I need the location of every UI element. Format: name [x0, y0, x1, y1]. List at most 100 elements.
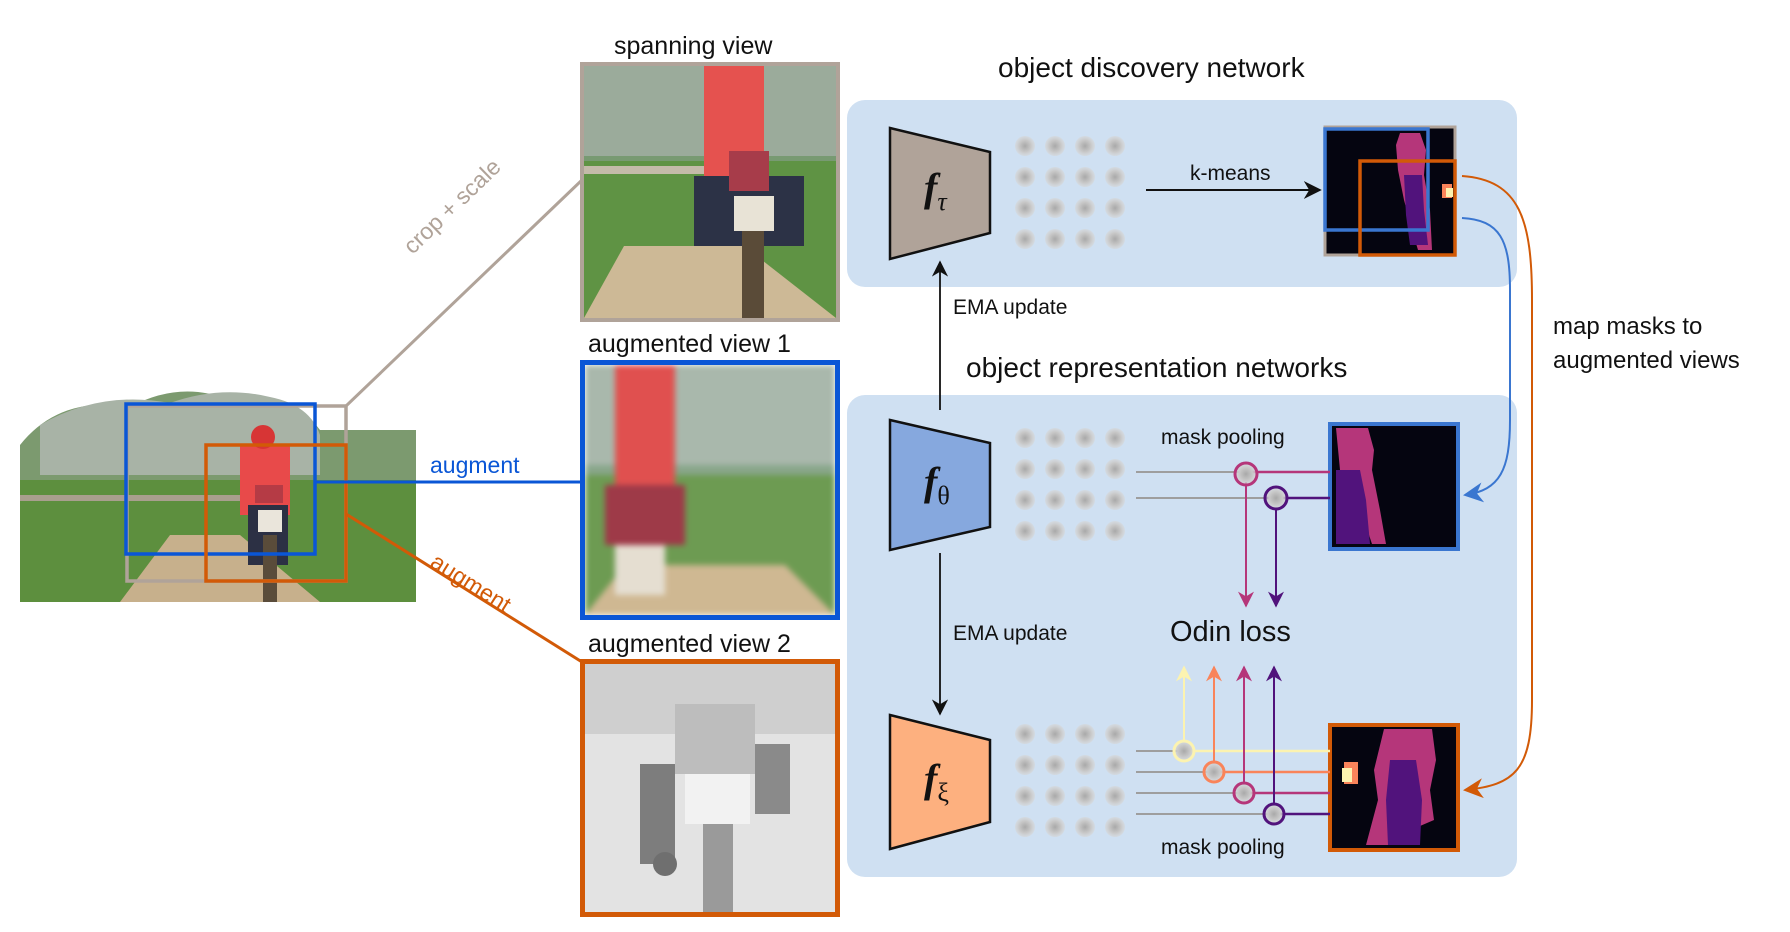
view2-crop-box	[204, 443, 348, 583]
feature-dot	[1075, 198, 1095, 218]
feature-dot	[1075, 459, 1095, 479]
feature-dot	[1045, 198, 1065, 218]
feature-dot	[1105, 817, 1125, 837]
augmented-view-2-title: augmented view 2	[588, 630, 791, 658]
feature-dot	[1105, 755, 1125, 775]
feature-dot	[1075, 167, 1095, 187]
representation-networks-title: object representation networks	[966, 352, 1348, 383]
feature-dot	[1075, 490, 1095, 510]
map-masks-line-2: augmented views	[1553, 347, 1740, 374]
view1-mask	[1328, 422, 1460, 551]
feature-dot	[1015, 521, 1035, 541]
feature-dot	[1015, 786, 1035, 806]
spanning-view-title: spanning view	[614, 32, 773, 60]
mask-pooling-bottom-label: mask pooling	[1161, 836, 1285, 859]
feature-dot	[1045, 229, 1065, 249]
feature-dot	[1045, 786, 1065, 806]
online-encoder-subscript: θ	[937, 481, 950, 510]
feature-grids	[1015, 136, 1125, 837]
target-encoder	[888, 713, 992, 851]
feature-dot	[1105, 428, 1125, 448]
online-encoder-symbol: fθ	[924, 458, 950, 511]
feature-dot	[1045, 167, 1065, 187]
feature-dot	[1045, 817, 1065, 837]
spanning-photo-scene	[584, 66, 836, 318]
online-feature-grid	[1015, 428, 1125, 541]
feature-dot	[1015, 136, 1035, 156]
feature-dot	[1015, 724, 1035, 744]
feature-dot	[1045, 428, 1065, 448]
feature-dot	[1105, 724, 1125, 744]
feature-dot	[1045, 136, 1065, 156]
feature-dot	[1015, 167, 1035, 187]
augmented-view-2-image	[580, 659, 840, 917]
feature-dot	[1045, 724, 1065, 744]
augment-1-label: augment	[430, 452, 520, 478]
feature-dot	[1015, 817, 1035, 837]
feature-dot	[1015, 490, 1035, 510]
feature-dot	[1075, 229, 1095, 249]
kmeans-label: k-means	[1190, 162, 1271, 185]
discovery-encoder-subscript: τ	[937, 187, 947, 216]
feature-dot	[1075, 521, 1095, 541]
feature-dot	[1045, 490, 1065, 510]
feature-dot	[1105, 229, 1125, 249]
feature-dot	[1105, 198, 1125, 218]
target-pooling-lines	[1136, 665, 1330, 826]
feature-dot	[1015, 428, 1035, 448]
discovery-mask	[1323, 125, 1457, 257]
feature-dot	[1105, 521, 1125, 541]
discovery-encoder-symbol: fτ	[924, 164, 947, 217]
feature-dot	[1045, 459, 1065, 479]
mask-pooling-top-label: mask pooling	[1161, 426, 1285, 449]
map-masks-label: map masks to augmented views	[1553, 310, 1740, 378]
feature-dot	[1075, 724, 1095, 744]
view1-crop-box	[124, 402, 317, 556]
online-pooling-lines	[1136, 461, 1330, 608]
augmented-view-1-image	[580, 360, 840, 620]
view2-mask	[1328, 723, 1460, 852]
target-encoder-f: f	[924, 756, 938, 801]
odin-loss-label: Odin loss	[1170, 616, 1291, 648]
feature-dot	[1075, 755, 1095, 775]
augmented-view-1-title: augmented view 1	[588, 330, 791, 358]
feature-dot	[1015, 755, 1035, 775]
augment-2-edge	[345, 512, 583, 664]
feature-dot	[1045, 755, 1065, 775]
feature-dot	[1015, 198, 1035, 218]
source-photo-scene	[20, 385, 416, 602]
map-to-view2-arrow	[1461, 175, 1533, 799]
feature-dot	[1075, 428, 1095, 448]
target-encoder-subscript: ξ	[937, 778, 949, 807]
feature-dot	[1015, 229, 1035, 249]
map-masks-line-1: map masks to	[1553, 313, 1703, 340]
feature-dot	[1105, 786, 1125, 806]
discovery-encoder-f: f	[924, 165, 938, 210]
spanning-view-image	[580, 62, 840, 322]
feature-dot	[1075, 136, 1095, 156]
feature-dot	[1015, 459, 1035, 479]
ema-update-upper-label: EMA update	[953, 296, 1068, 319]
discovery-network-title: object discovery network	[998, 52, 1305, 83]
discovery-encoder	[888, 126, 992, 261]
aug2-photo-scene	[585, 664, 835, 912]
feature-dot	[1075, 786, 1095, 806]
online-encoder-f: f	[924, 459, 938, 504]
feature-dot	[1105, 490, 1125, 510]
feature-dot	[1045, 521, 1065, 541]
target-encoder-symbol: fξ	[924, 755, 949, 808]
ema-update-lower-label: EMA update	[953, 622, 1068, 645]
source-image	[20, 385, 416, 602]
online-encoder	[888, 418, 992, 552]
feature-dot	[1075, 817, 1095, 837]
crop-scale-edge	[344, 178, 584, 408]
feature-dot	[1105, 136, 1125, 156]
discovery-feature-grid	[1015, 136, 1125, 249]
target-feature-grid	[1015, 724, 1125, 837]
map-to-view1-arrow	[1461, 217, 1511, 503]
aug1-photo-scene	[585, 365, 835, 615]
feature-dot	[1105, 459, 1125, 479]
feature-dot	[1105, 167, 1125, 187]
